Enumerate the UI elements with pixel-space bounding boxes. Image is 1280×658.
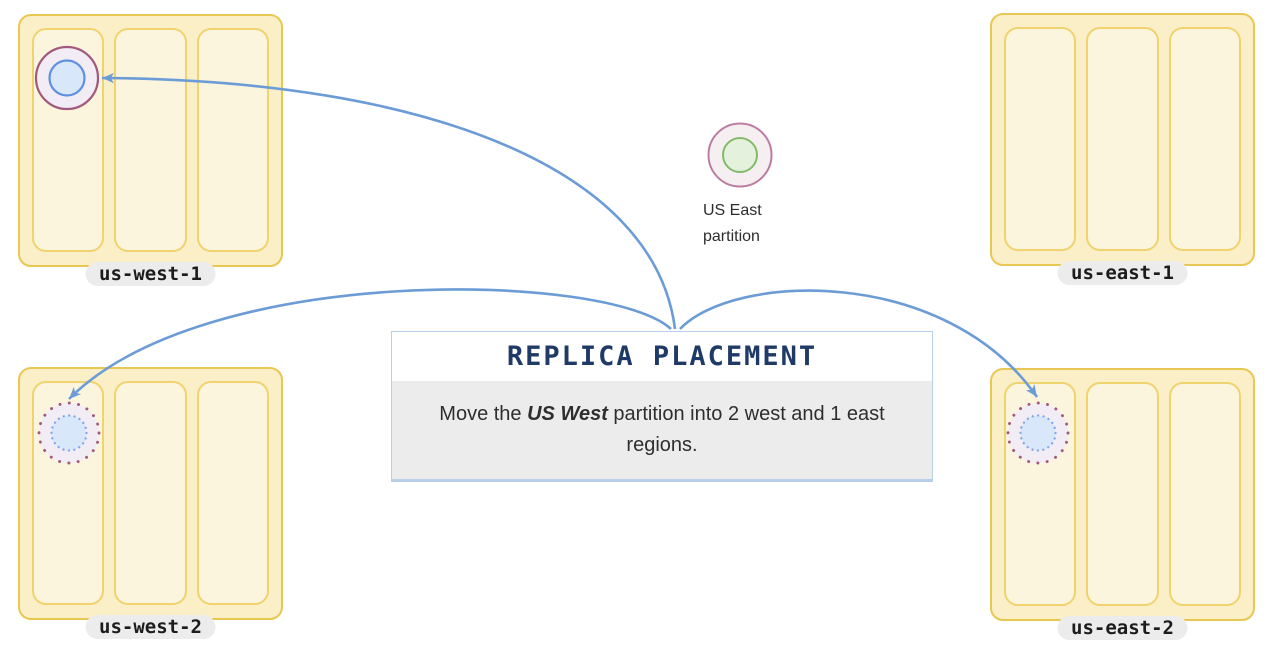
card-body-text: Move the US West partition into 2 west a… (439, 403, 885, 456)
node (114, 381, 187, 605)
us-east-partition-circle (707, 122, 773, 188)
node (1168, 382, 1241, 606)
node (1086, 382, 1159, 606)
card-body-emphasis: US West (527, 403, 608, 425)
node (1004, 382, 1077, 606)
node (114, 28, 187, 252)
region-label: us-east-2 (1057, 616, 1188, 640)
node (1004, 27, 1077, 251)
node (196, 381, 269, 605)
node (32, 381, 105, 605)
region-us-east-1: us-east-1 (990, 13, 1255, 285)
node (1086, 27, 1159, 251)
us-east-partition-label: US East partition (703, 202, 762, 245)
node (32, 28, 105, 252)
region-label: us-west-1 (85, 262, 216, 286)
region-us-west-1: us-west-1 (18, 14, 283, 286)
region-us-west-2: us-west-2 (18, 367, 283, 639)
card-body: Move the US West partition into 2 west a… (392, 381, 932, 479)
region-label: us-west-2 (85, 615, 216, 639)
region-label: us-east-1 (1057, 261, 1188, 285)
replica-placement-card: REPLICA PLACEMENT Move the US West parti… (391, 331, 933, 482)
node (1168, 27, 1241, 251)
region-us-east-2: us-east-2 (990, 368, 1255, 640)
card-title: REPLICA PLACEMENT (506, 341, 818, 372)
node (196, 28, 269, 252)
